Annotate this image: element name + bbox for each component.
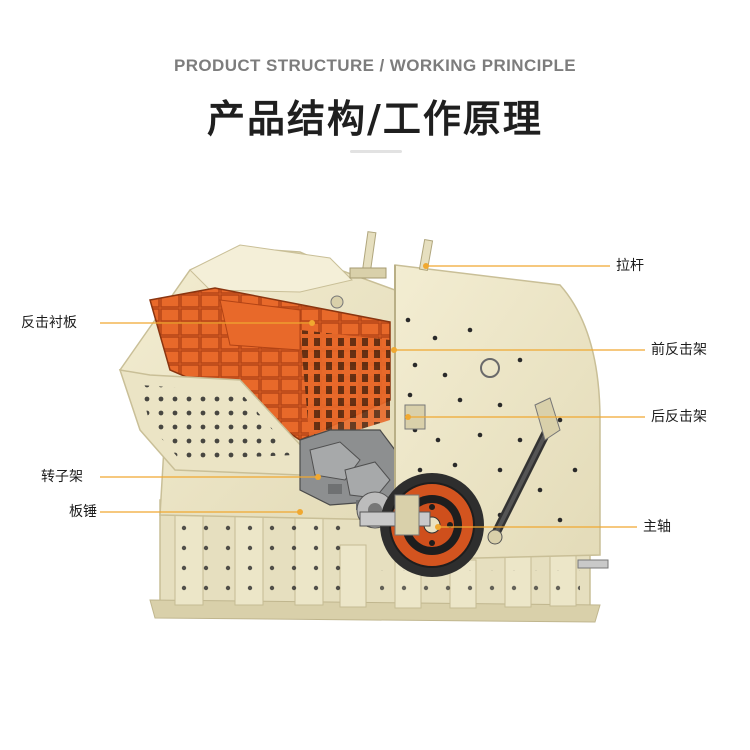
label-blow-bar: 板锤 [69,504,97,520]
label-main-shaft: 主轴 [643,519,671,535]
hydraulic-cylinder [487,397,561,545]
leader-lines [100,265,645,528]
page-subtitle: PRODUCT STRUCTURE / WORKING PRINCIPLE [173,56,577,75]
title-underline [350,150,402,153]
label-pull-rod: 拉杆 [616,258,644,274]
label-impact-liner: 反击衬板 [21,315,77,331]
label-rotor-frame: 转子架 [41,469,83,485]
page-title: 产品结构/工作原理 [207,97,543,141]
leader-dots [297,263,441,530]
label-front-impact-frame: 前反击架 [651,342,707,358]
impact-liner [149,287,391,445]
flywheel [380,473,484,577]
main-shaft [359,494,609,569]
label-rear-impact-frame: 后反击架 [651,409,707,425]
lower-housing [149,499,601,623]
pull-rods [330,231,434,309]
